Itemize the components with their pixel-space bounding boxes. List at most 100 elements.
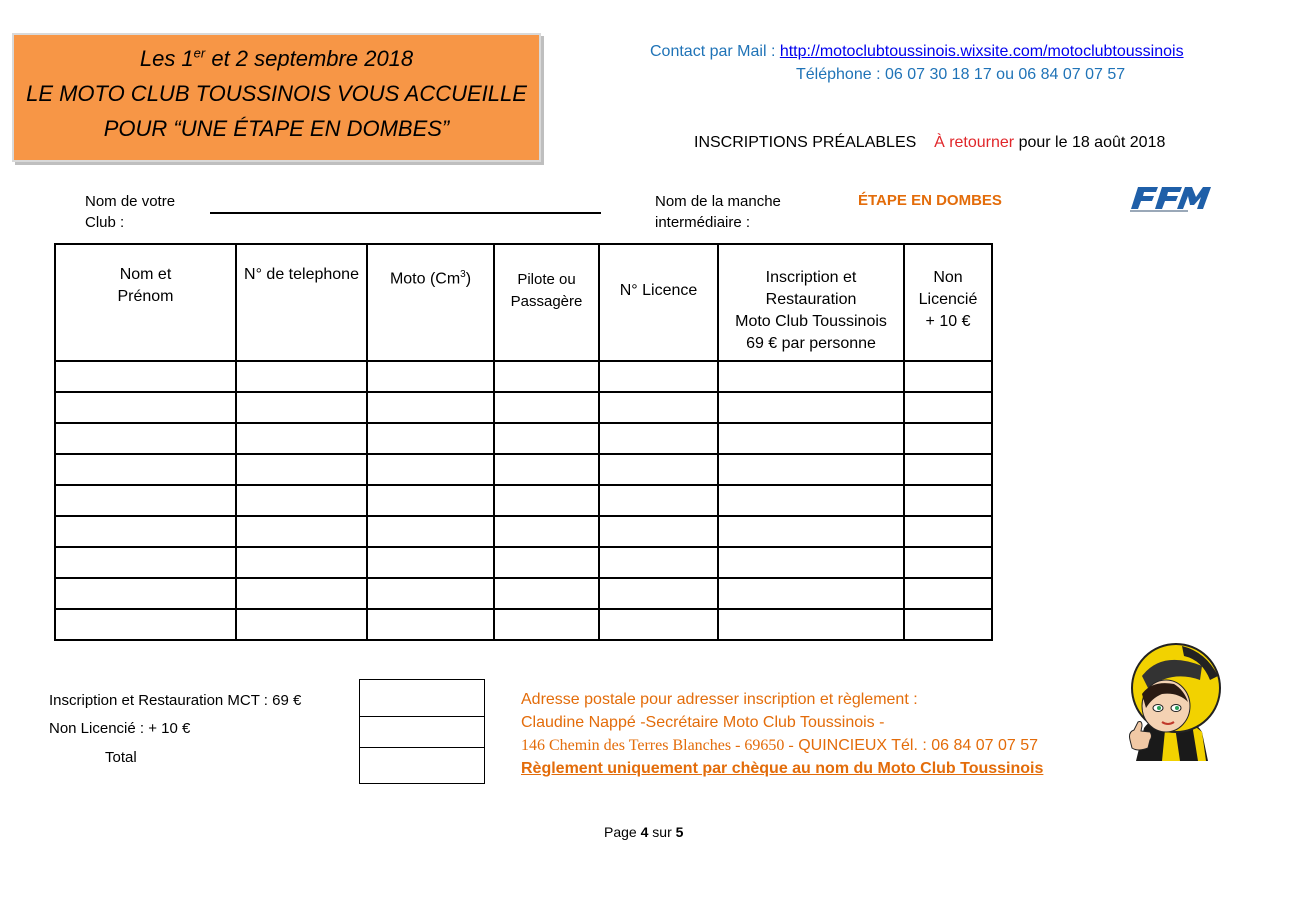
table-cell[interactable]	[903, 608, 993, 641]
total-label: Total	[105, 749, 137, 766]
table-cell[interactable]	[717, 484, 905, 517]
table-cell[interactable]	[235, 422, 368, 455]
contact-phone: Téléphone : 06 07 30 18 17 ou 06 84 07 0…	[796, 66, 1126, 83]
table-cell[interactable]	[54, 453, 237, 486]
table-cell[interactable]	[903, 453, 993, 486]
table-cell[interactable]	[235, 453, 368, 486]
table-cell[interactable]	[54, 422, 237, 455]
table-cell[interactable]	[903, 422, 993, 455]
total-non-licencie-cell[interactable]	[359, 716, 485, 748]
registration-rows	[54, 360, 993, 641]
table-cell[interactable]	[54, 608, 237, 641]
table-cell[interactable]	[598, 515, 719, 548]
table-cell[interactable]	[235, 546, 368, 579]
table-cell[interactable]	[598, 422, 719, 455]
table-cell[interactable]	[598, 360, 719, 393]
table-cell[interactable]	[598, 577, 719, 610]
table-cell[interactable]	[366, 484, 495, 517]
table-row	[54, 360, 993, 393]
col-moto: Moto (Cm3)	[366, 243, 495, 362]
table-cell[interactable]	[717, 422, 905, 455]
banner-line-3: POUR “UNE ÉTAPE EN DOMBES”	[103, 116, 450, 141]
table-cell[interactable]	[493, 546, 600, 579]
return-deadline: pour le 18 août 2018	[1014, 134, 1166, 151]
table-cell[interactable]	[235, 608, 368, 641]
table-cell[interactable]	[54, 546, 237, 579]
payment-rule: Règlement uniquement par chèque au nom d…	[521, 760, 1044, 777]
address-line-1: Adresse postale pour adresser inscriptio…	[521, 691, 918, 708]
table-cell[interactable]	[493, 484, 600, 517]
table-cell[interactable]	[717, 577, 905, 610]
table-cell[interactable]	[717, 608, 905, 641]
table-cell[interactable]	[903, 546, 993, 579]
table-cell[interactable]	[717, 453, 905, 486]
table-cell[interactable]	[493, 453, 600, 486]
table-cell[interactable]	[598, 546, 719, 579]
table-cell[interactable]	[598, 391, 719, 424]
table-row	[54, 422, 993, 455]
table-cell[interactable]	[717, 360, 905, 393]
total-non-licencie-label: Non Licencié : + 10 €	[49, 720, 191, 737]
total-inscription-cell[interactable]	[359, 679, 485, 717]
inscriptions-title: INSCRIPTIONS PRÉALABLES	[694, 134, 917, 151]
table-cell[interactable]	[493, 608, 600, 641]
table-cell[interactable]	[903, 484, 993, 517]
table-row	[54, 453, 993, 486]
table-cell[interactable]	[54, 515, 237, 548]
manche-value: ÉTAPE EN DOMBES	[858, 192, 1002, 209]
table-cell[interactable]	[493, 577, 600, 610]
table-cell[interactable]	[598, 484, 719, 517]
table-cell[interactable]	[235, 577, 368, 610]
table-row	[54, 515, 993, 548]
banner-line-2: LE MOTO CLUB TOUSSINOIS VOUS ACCUEILLE	[26, 81, 527, 106]
table-cell[interactable]	[54, 391, 237, 424]
page-number: Page 4 sur 5	[604, 824, 684, 840]
totals-table	[359, 679, 485, 784]
table-cell[interactable]	[54, 577, 237, 610]
table-row	[54, 484, 993, 517]
table-cell[interactable]	[903, 515, 993, 548]
total-cell[interactable]	[359, 747, 485, 784]
table-header-row: Nom et Prénom N° de telephone Moto (Cm3)…	[54, 243, 993, 362]
club-name-label: Nom de votre Club :	[85, 193, 176, 231]
rider-mascot-icon	[1129, 643, 1221, 761]
table-cell[interactable]	[366, 577, 495, 610]
table-cell[interactable]	[598, 453, 719, 486]
table-cell[interactable]	[717, 515, 905, 548]
table-cell[interactable]	[903, 360, 993, 393]
col-non-licencie: Non Licencié + 10 €	[903, 243, 993, 362]
table-cell[interactable]	[903, 391, 993, 424]
table-cell[interactable]	[903, 577, 993, 610]
table-cell[interactable]	[235, 484, 368, 517]
table-cell[interactable]	[493, 360, 600, 393]
table-cell[interactable]	[493, 391, 600, 424]
table-row	[54, 577, 993, 610]
table-cell[interactable]	[366, 546, 495, 579]
table-cell[interactable]	[235, 391, 368, 424]
col-pilote-passagere: Pilote ou Passagère	[493, 243, 600, 362]
table-cell[interactable]	[366, 453, 495, 486]
col-licence: N° Licence	[598, 243, 719, 362]
col-telephone: N° de telephone	[235, 243, 368, 362]
address-line-2: Claudine Nappé -Secrétaire Moto Club Tou…	[521, 714, 885, 731]
table-cell[interactable]	[717, 391, 905, 424]
table-cell[interactable]	[366, 515, 495, 548]
table-cell[interactable]	[598, 608, 719, 641]
total-inscription-label: Inscription et Restauration MCT : 69 €	[49, 692, 302, 709]
table-cell[interactable]	[366, 360, 495, 393]
table-cell[interactable]	[366, 608, 495, 641]
table-cell[interactable]	[366, 391, 495, 424]
table-cell[interactable]	[366, 422, 495, 455]
table-cell[interactable]	[235, 515, 368, 548]
table-cell[interactable]	[717, 546, 905, 579]
club-name-field[interactable]	[210, 212, 601, 214]
table-cell[interactable]	[54, 360, 237, 393]
table-cell[interactable]	[54, 484, 237, 517]
contact-mail-label: Contact par Mail :	[650, 43, 780, 60]
contact-url-link[interactable]: http://motoclubtoussinois.wixsite.com/mo…	[779, 43, 1184, 60]
table-cell[interactable]	[235, 360, 368, 393]
table-cell[interactable]	[493, 515, 600, 548]
col-nom-prenom: Nom et Prénom	[54, 243, 237, 362]
table-cell[interactable]	[493, 422, 600, 455]
col-inscription-restauration: Inscription et Restauration Moto Club To…	[717, 243, 905, 362]
